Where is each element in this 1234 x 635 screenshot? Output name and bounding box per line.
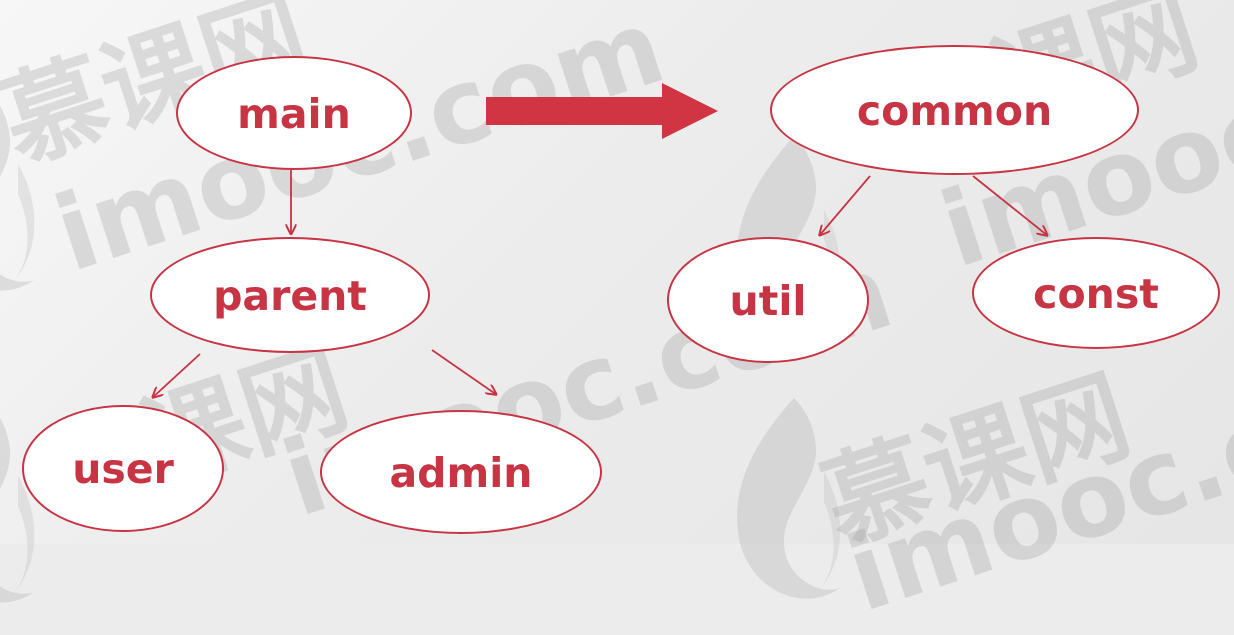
node-parent: parent	[150, 237, 430, 353]
diagram-edges	[0, 168, 1234, 544]
node-label-common: common	[856, 86, 1053, 135]
right-arrow	[486, 83, 718, 139]
edge-parent-user	[152, 353, 201, 398]
edge-common-util	[819, 175, 871, 236]
arrow-shaft	[486, 97, 662, 125]
flame-icon	[0, 105, 35, 291]
node-label-main: main	[237, 89, 351, 138]
node-const: const	[972, 237, 1220, 349]
node-label-parent: parent	[213, 271, 367, 320]
edge-common-const	[972, 175, 1048, 236]
node-label-const: const	[1033, 269, 1159, 318]
node-label-admin: admin	[389, 448, 533, 497]
node-label-user: user	[72, 445, 174, 493]
node-label-util: util	[729, 276, 807, 325]
arrow-head	[662, 83, 718, 139]
node-user: user	[22, 405, 224, 532]
node-admin: admin	[320, 410, 602, 534]
node-common: common	[770, 45, 1139, 175]
node-util: util	[667, 237, 869, 363]
node-main: main	[176, 56, 412, 170]
edge-parent-admin	[431, 349, 497, 395]
